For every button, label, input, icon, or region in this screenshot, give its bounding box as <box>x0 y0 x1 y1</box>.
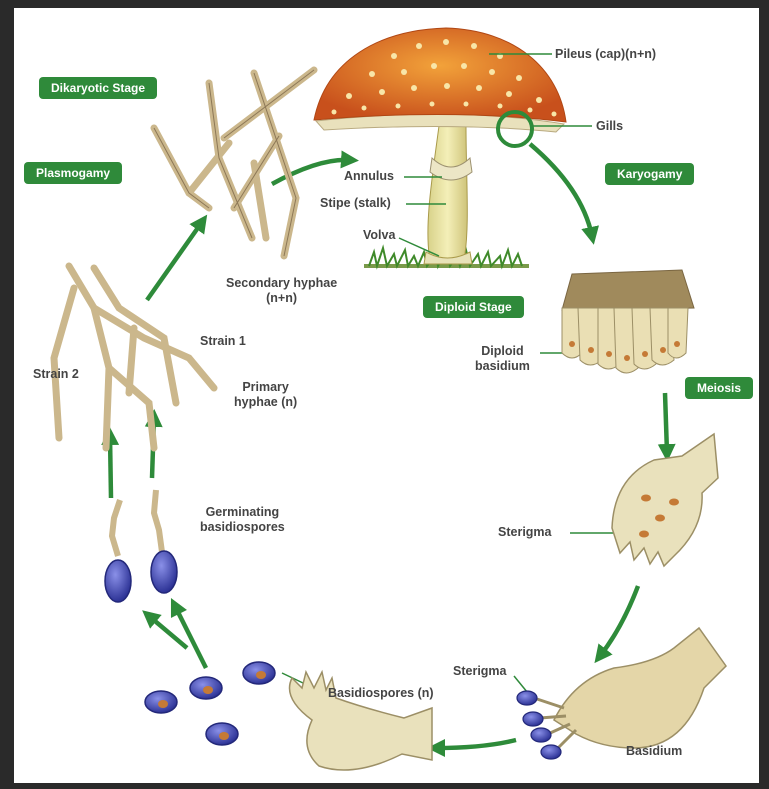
label-sterigma-upper: Sterigma <box>498 525 552 540</box>
mushroom-illustration <box>314 28 566 266</box>
stipe <box>428 126 467 260</box>
label-sterigma-lower: Sterigma <box>453 664 507 679</box>
free-basidiospores <box>145 662 275 745</box>
label-diploid-basidium-line1: Diploid <box>475 344 530 359</box>
germinating-basidiospores <box>105 490 177 602</box>
stage-diploid: Diploid Stage <box>423 296 524 318</box>
primary-hyphae <box>54 266 214 448</box>
label-germinating-line1: Germinating <box>200 505 285 520</box>
label-diploid-basidium: Diploid basidium <box>475 344 530 374</box>
label-secondary-hyphae-line1: Secondary hyphae <box>226 276 337 291</box>
stage-dikaryotic: Dikaryotic Stage <box>39 77 157 99</box>
label-germinating-basidiospores: Germinating basidiospores <box>200 505 285 535</box>
label-secondary-hyphae: Secondary hyphae (n+n) <box>226 276 337 306</box>
stage-plasmogamy: Plasmogamy <box>24 162 122 184</box>
label-stipe: Stipe (stalk) <box>320 196 391 211</box>
diagram-canvas: Dikaryotic Stage Plasmogamy Karyogamy Di… <box>14 8 759 783</box>
label-annulus: Annulus <box>344 169 394 184</box>
label-germinating-line2: basidiospores <box>200 520 285 535</box>
life-cycle-illustration <box>14 8 759 783</box>
label-strain1: Strain 1 <box>200 334 246 349</box>
label-primary-hyphae-line2: hyphae (n) <box>234 395 297 410</box>
label-pileus: Pileus (cap)(n+n) <box>555 47 656 62</box>
label-diploid-basidium-line2: basidium <box>475 359 530 374</box>
label-volva: Volva <box>363 228 395 243</box>
label-strain2: Strain 2 <box>33 367 79 382</box>
basidium-after-meiosis <box>612 434 718 566</box>
label-primary-hyphae-line1: Primary <box>234 380 297 395</box>
label-basidiospores: Basidiospores (n) <box>328 686 434 701</box>
basidium-with-spores <box>517 628 726 759</box>
stage-meiosis: Meiosis <box>685 377 753 399</box>
stage-karyogamy: Karyogamy <box>605 163 694 185</box>
label-secondary-hyphae-line2: (n+n) <box>226 291 337 306</box>
label-gills: Gills <box>596 119 623 134</box>
label-basidium: Basidium <box>626 744 682 759</box>
diploid-basidia <box>562 270 694 373</box>
pileus-cap <box>314 28 566 122</box>
label-primary-hyphae: Primary hyphae (n) <box>234 380 297 410</box>
